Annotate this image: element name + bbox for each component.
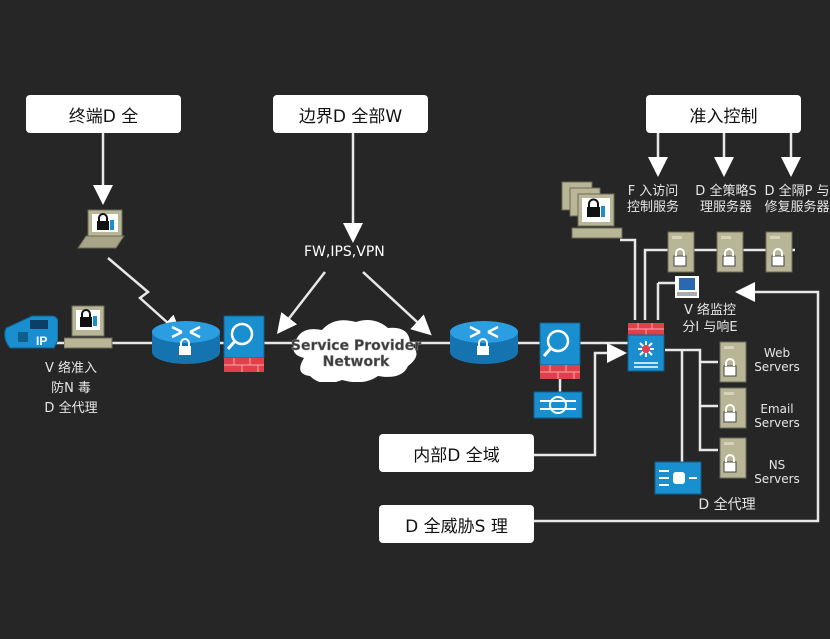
remediation-label-line2: 修复服务器: [764, 200, 830, 215]
security-agent-label: D 全代理: [698, 497, 756, 513]
internal-security-box: 内部D 全域: [379, 434, 534, 472]
arrow-internal: [533, 343, 627, 457]
remediation-label-line1: D 全隔P 与: [764, 184, 830, 199]
ns-servers-label-line2: Servers: [754, 472, 800, 486]
web-servers-label-line2: Servers: [754, 360, 800, 374]
security-agent-icon: [654, 461, 702, 495]
network-monitor-icon: [675, 276, 699, 298]
edge-firewall-icon: [223, 315, 265, 372]
core-switch-icon: [627, 323, 665, 372]
nac-workstation-icon: [64, 305, 113, 349]
nac-label-line2: 防N 毒: [51, 381, 91, 396]
remediation-server-icon: [765, 231, 793, 273]
email-server-icon: [719, 387, 747, 429]
perimeter-security-box: 边界D 全部W: [273, 95, 428, 133]
access-control-workstations-icon: [561, 181, 623, 239]
core-firewall-icon: [539, 322, 581, 379]
threat-management-box: D 全威胁S 理: [379, 505, 534, 543]
arrow-threat-mgmt: [533, 282, 820, 523]
ip-phone-label: IP: [36, 334, 47, 348]
email-servers-label-line1: Email: [760, 402, 794, 416]
cloud-label-line1: Service Provider: [291, 338, 421, 354]
wireless-link: [107, 257, 182, 336]
policy-server-icon: [716, 231, 744, 273]
monitor-label-line2: 分I 与响E: [682, 320, 738, 335]
arrow-fw-left: [276, 271, 326, 334]
vpn-concentrator-icon: [533, 391, 583, 419]
nac-label-line3: D 全代理: [44, 401, 98, 416]
policy-server-label-line1: D 全策略S: [695, 184, 757, 199]
service-provider-cloud-icon: Service Provider Network: [291, 320, 421, 382]
fw-ips-vpn-label: FW,IPS,VPN: [304, 244, 385, 260]
laptop-icon: [77, 209, 125, 249]
web-servers-label-line1: Web: [763, 346, 791, 360]
nac-label-line1: V 络准入: [44, 361, 98, 376]
monitor-label-line1: V 络监控: [683, 303, 737, 318]
ns-server-icon: [719, 437, 747, 479]
email-servers-label-line2: Servers: [754, 416, 800, 430]
access-service-label-line1: F 入访问: [627, 184, 679, 199]
endpoint-security-box: 终端D 全: [26, 95, 181, 133]
access-service-label-line2: 控制服务: [626, 200, 679, 215]
cloud-label-line2: Network: [323, 354, 390, 370]
web-server-icon: [719, 341, 747, 383]
access-control-server-icon: [667, 231, 695, 273]
policy-server-label-line2: 理服务器: [699, 200, 752, 215]
arrow-fw-right: [362, 271, 432, 336]
core-router-icon: [450, 321, 518, 364]
access-control-box: 准入控制: [646, 95, 801, 133]
ip-phone-icon: IP: [4, 315, 58, 349]
edge-router-icon: [152, 321, 220, 364]
ns-servers-label-line1: NS: [768, 458, 786, 472]
